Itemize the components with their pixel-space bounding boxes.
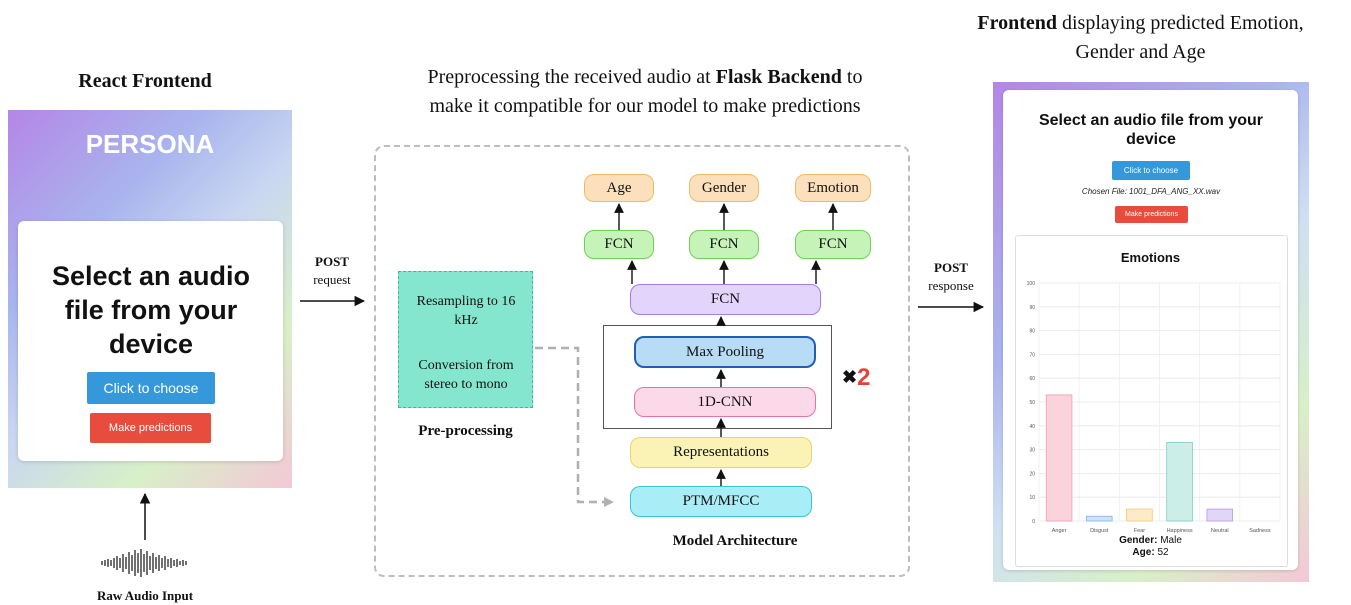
age-label: Age:	[1132, 547, 1155, 558]
y-tick-label: 50	[1029, 400, 1035, 406]
upload-card-title: Select an audio file from your device	[51, 261, 251, 359]
right-heading: Frontend displaying predicted Emotion, G…	[930, 9, 1351, 67]
representations-node: Representations	[630, 437, 812, 468]
x-tick-label: Disgust	[1090, 528, 1109, 534]
x-tick-label: Neutral	[1211, 528, 1229, 534]
center-heading: Preprocessing the received audio at Flas…	[360, 63, 930, 121]
result-card-title: Select an audio file from your device	[1038, 112, 1264, 148]
ptm-mfcc-node: PTM/MFCC	[630, 486, 812, 517]
fcn-shared-node: FCN	[630, 284, 821, 315]
chosen-file-text: Chosen File: 1001_DFA_ANG_XX.wav	[1081, 187, 1221, 196]
multiply-icon: ✖	[842, 367, 858, 387]
age-result: Age: 52	[1015, 547, 1286, 558]
x-tick-label: Happiness	[1167, 528, 1193, 534]
y-tick-label: 40	[1029, 424, 1035, 430]
center-heading-line2: make it compatible for our model to make…	[429, 95, 861, 117]
y-tick-label: 20	[1029, 471, 1035, 477]
fcn-gender-node: FCN	[689, 230, 759, 259]
preprocessing-label: Pre-processing	[418, 423, 513, 439]
fcn-age-node: FCN	[584, 230, 654, 259]
cnn-node: 1D-CNN	[634, 387, 816, 417]
bar-fear	[1126, 508, 1153, 522]
x-tick-label: Anger	[1052, 528, 1067, 534]
y-tick-label: 100	[1027, 281, 1036, 287]
raw-audio-caption: Raw Audio Input	[96, 588, 194, 603]
y-tick-label: 0	[1032, 519, 1035, 525]
y-tick-label: 60	[1029, 376, 1035, 382]
post-response-label: POST response	[918, 259, 984, 295]
preprocessing-box	[398, 271, 533, 408]
max-pooling-node: Max Pooling	[634, 336, 816, 368]
bar-disgust	[1085, 515, 1113, 522]
post-response-line2: response	[928, 278, 974, 293]
make-predictions-button[interactable]: Make predictions	[90, 413, 211, 443]
post-response-line1: POST	[934, 260, 968, 275]
result-choose-button[interactable]: Click to choose	[1112, 161, 1190, 180]
gender-value: Male	[1160, 535, 1182, 546]
y-tick-label: 30	[1029, 448, 1035, 454]
age-output-node: Age	[584, 174, 654, 202]
app-title: PERSONA	[85, 129, 215, 159]
bar-anger	[1045, 394, 1073, 522]
right-heading-line1: Frontend displaying predicted Emotion,	[977, 12, 1304, 34]
preprocessing-step-mono: Conversion from stereo to mono	[418, 358, 514, 392]
result-predict-button[interactable]: Make predictions	[1115, 206, 1188, 223]
repeat-multiplier: ✖2	[842, 364, 870, 392]
x-tick-label: Fear	[1134, 528, 1145, 534]
fcn-emotion-node: FCN	[795, 230, 871, 259]
y-tick-label: 70	[1029, 352, 1035, 358]
y-tick-label: 10	[1029, 495, 1035, 501]
gender-output-node: Gender	[689, 174, 759, 202]
right-heading-line2: Gender and Age	[1075, 41, 1206, 63]
bar-neutral	[1206, 508, 1234, 522]
y-tick-label: 80	[1029, 329, 1035, 335]
x-tick-label: Sadness	[1249, 528, 1271, 534]
post-request-label: POST request	[302, 253, 362, 289]
preprocessing-step-resample: Resampling to 16 kHz	[416, 294, 516, 328]
model-architecture-label: Model Architecture	[672, 533, 798, 549]
y-tick-label: 90	[1029, 305, 1035, 311]
post-request-line2: request	[313, 272, 351, 287]
center-heading-line1: Preprocessing the received audio at Flas…	[427, 66, 863, 88]
audio-waveform-icon	[101, 549, 187, 577]
gender-result: Gender: Male	[1015, 535, 1286, 546]
post-request-line1: POST	[315, 254, 349, 269]
age-value: 52	[1157, 547, 1169, 558]
emotion-output-node: Emotion	[795, 174, 871, 202]
left-heading: React Frontend	[78, 70, 212, 92]
choose-file-button[interactable]: Click to choose	[87, 372, 215, 404]
backend-dashed-box	[374, 145, 910, 577]
gender-label: Gender:	[1119, 535, 1158, 546]
bar-happiness	[1166, 442, 1193, 522]
chart-title: Emotions	[1120, 250, 1181, 265]
repeat-count: 2	[857, 364, 871, 391]
